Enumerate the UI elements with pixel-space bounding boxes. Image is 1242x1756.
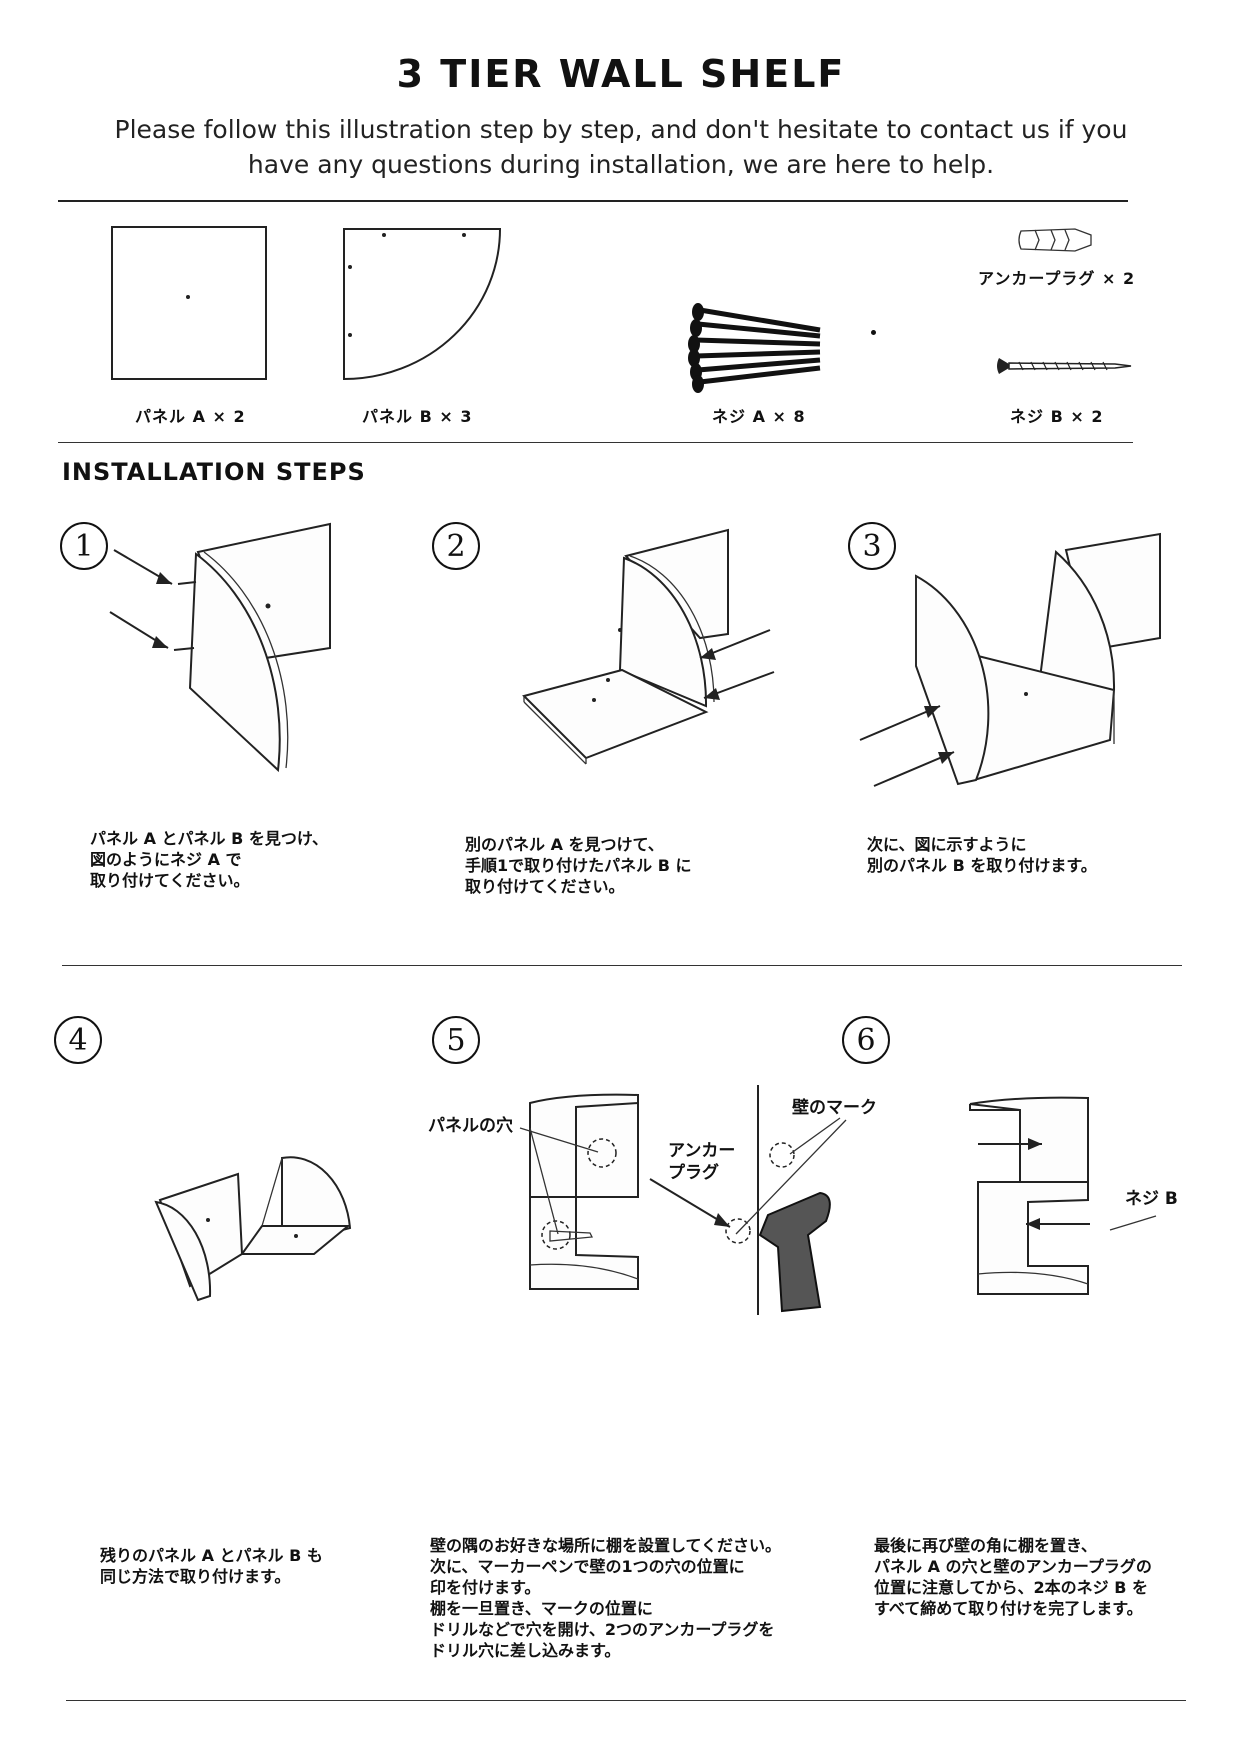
step-1-caption: パネル A とパネル B を見つけ、 図のようにネジ A で 取り付けてください… — [90, 829, 329, 890]
callout-screw-b: ネジ B — [1125, 1189, 1178, 1209]
installation-heading: INSTALLATION STEPS — [62, 458, 366, 486]
step-1-number: 1 — [60, 522, 108, 570]
screws-icon — [688, 303, 821, 393]
step-3-number: 3 — [848, 522, 896, 570]
step-6-illustration — [969, 1096, 1157, 1295]
page-title: 3 TIER WALL SHELF — [396, 52, 846, 96]
square-panel-icon — [111, 226, 267, 380]
step-5-illustration — [529, 1085, 831, 1315]
page-subtitle: Please follow this illustration step by … — [114, 115, 1128, 179]
callout-panel-hole: パネルの穴 — [428, 1116, 513, 1136]
part-label-screw-b: ネジ B × 2 — [1010, 407, 1104, 426]
part-label-panel-a: パネル A × 2 — [135, 407, 246, 426]
step-2-illustration — [522, 528, 775, 765]
part-label-anchor-plug: アンカープラグ × 2 — [978, 269, 1136, 288]
step-1-illustration — [109, 522, 331, 773]
callout-wall-mark: 壁のマーク — [792, 1098, 877, 1118]
step-5-number: 5 — [432, 1016, 480, 1064]
part-label-screw-a: ネジ A × 8 — [712, 407, 806, 426]
leader-panel-hole — [519, 1127, 599, 1153]
step-4-number: 4 — [54, 1016, 102, 1064]
step-2-number: 2 — [432, 522, 480, 570]
header-divider — [58, 200, 1128, 202]
leader-wall-mark — [735, 1117, 847, 1235]
callout-anchor-plug: アンカー プラグ — [668, 1141, 736, 1183]
quarter-round-panel-icon — [343, 228, 502, 381]
step-3-illustration — [859, 532, 1161, 787]
part-label-panel-b: パネル B × 3 — [362, 407, 473, 426]
step-4-illustration — [154, 1156, 352, 1302]
step-2-caption: 別のパネル A を見つけて、 手順1で取り付けたパネル B に 取り付けてくださ… — [465, 835, 692, 896]
screw-icon — [997, 358, 1132, 374]
footer-divider — [66, 1700, 1186, 1701]
decorative-dot — [871, 330, 876, 335]
leader-panel-hole-2 — [529, 1127, 559, 1235]
step-6-caption: 最後に再び壁の角に棚を置き、 パネル A の穴と壁のアンカープラグの 位置に注意… — [874, 1536, 1152, 1618]
steps-divider — [62, 965, 1182, 966]
step-3-caption: 次に、図に示すように 別のパネル B を取り付けます。 — [867, 835, 1097, 875]
step-4-caption: 残りのパネル A とパネル B も 同じ方法で取り付けます。 — [100, 1546, 323, 1586]
parts-divider — [58, 442, 1133, 443]
anchor-plug-icon — [1018, 228, 1092, 252]
step-5-caption: 壁の隅のお好きな場所に棚を設置してください。 次に、マーカーペンで壁の1つの穴の… — [430, 1536, 782, 1660]
step-6-number: 6 — [842, 1016, 890, 1064]
